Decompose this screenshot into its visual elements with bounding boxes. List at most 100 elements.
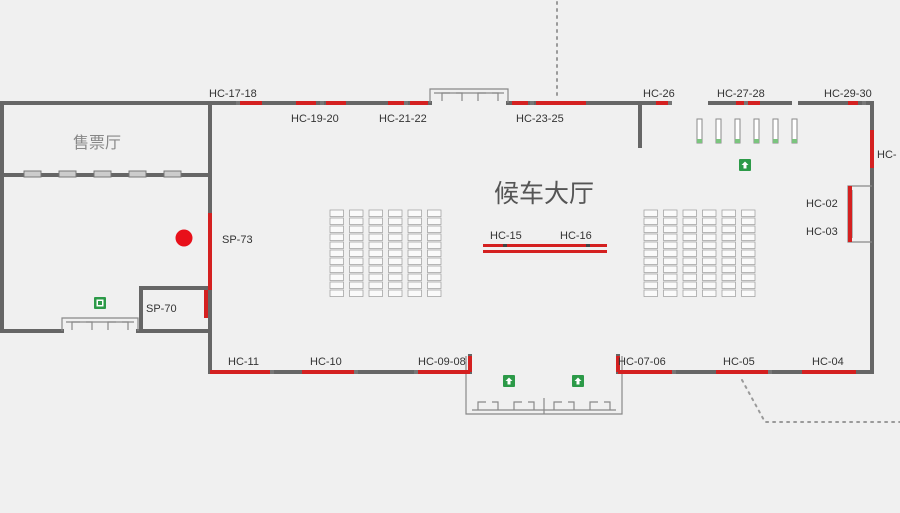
label-hc-09-08[interactable]: HC-09-08 [418,356,466,368]
seat [702,273,717,281]
seat [643,273,658,281]
seat [663,209,678,217]
seat [663,257,678,265]
seat [407,281,422,289]
seat [388,265,403,273]
ticket-windows [23,170,182,178]
wall-joints [236,101,866,374]
seat [349,289,364,297]
seat [427,289,442,297]
seat [407,233,422,241]
seat [702,209,717,217]
seat [349,233,364,241]
seat [663,289,678,297]
seat [407,225,422,233]
seat [427,273,442,281]
label-hc-07-06[interactable]: HC-07-06 [618,356,666,368]
label-hc-17-18[interactable]: HC-17-18 [209,88,257,100]
seat [741,241,756,249]
seat [329,233,344,241]
seat [368,289,383,297]
seat [682,225,697,233]
seat [682,273,697,281]
seat [329,257,344,265]
seat [427,281,442,289]
seat [721,217,736,225]
label-hc-02[interactable]: HC-02 [806,198,838,210]
seat [663,225,678,233]
label-hc-27-28[interactable]: HC-27-28 [717,88,765,100]
seat [741,273,756,281]
label-hc-03[interactable]: HC-03 [806,226,838,238]
seat [329,225,344,233]
emergency-exit-icon [572,375,584,387]
seat [741,289,756,297]
seat [721,265,736,273]
label-hc-15[interactable]: HC-15 [490,230,522,242]
seat [368,217,383,225]
seat [682,209,697,217]
seat [427,233,442,241]
hall-title: 候车大厅 [494,179,594,208]
seat [388,249,403,257]
seat [741,249,756,257]
seat [349,209,364,217]
label-sp-70[interactable]: SP-70 [146,303,177,315]
label-hc-05[interactable]: HC-05 [723,356,755,368]
label-hc-01[interactable]: HC- [877,149,897,161]
seat-block-right [643,209,756,297]
main-entrance [465,356,623,415]
seat [663,273,678,281]
seat [682,265,697,273]
label-hc-26[interactable]: HC-26 [643,88,675,100]
label-hc-21-22[interactable]: HC-21-22 [379,113,427,125]
seat [741,217,756,225]
central-counter [483,244,607,253]
seat [407,289,422,297]
seat [702,217,717,225]
top-gate [429,88,509,103]
label-hc-16[interactable]: HC-16 [560,230,592,242]
seat [702,265,717,273]
seat [721,225,736,233]
seat [721,289,736,297]
seat [721,233,736,241]
seat [702,241,717,249]
seat [643,265,658,273]
seat [368,249,383,257]
emergency-exit-icon [503,375,515,387]
seat [663,241,678,249]
label-sp-73[interactable]: SP-73 [222,234,253,246]
label-hc-11[interactable]: HC-11 [228,356,259,368]
seat [663,249,678,257]
red-dot-icon[interactable] [175,229,193,247]
seat [388,233,403,241]
seat [682,249,697,257]
seat [643,289,658,297]
seat [329,273,344,281]
seat [682,257,697,265]
label-hc-19-20[interactable]: HC-19-20 [291,113,339,125]
label-hc-29-30[interactable]: HC-29-30 [824,88,872,100]
seat [643,257,658,265]
seat [407,241,422,249]
seat [643,209,658,217]
seat [682,289,697,297]
label-hc-23-25[interactable]: HC-23-25 [516,113,564,125]
label-hc-10[interactable]: HC-10 [310,356,342,368]
seat [407,273,422,281]
dotted-path-bottom-right [741,379,900,423]
seat [643,249,658,257]
seat [329,241,344,249]
seat [721,241,736,249]
seat [349,265,364,273]
seat [721,273,736,281]
seat [741,209,756,217]
seat [329,265,344,273]
seat [427,265,442,273]
seat [349,225,364,233]
label-hc-04[interactable]: HC-04 [812,356,844,368]
seat [388,209,403,217]
camera-coverage-segments [204,101,874,374]
seat [388,241,403,249]
